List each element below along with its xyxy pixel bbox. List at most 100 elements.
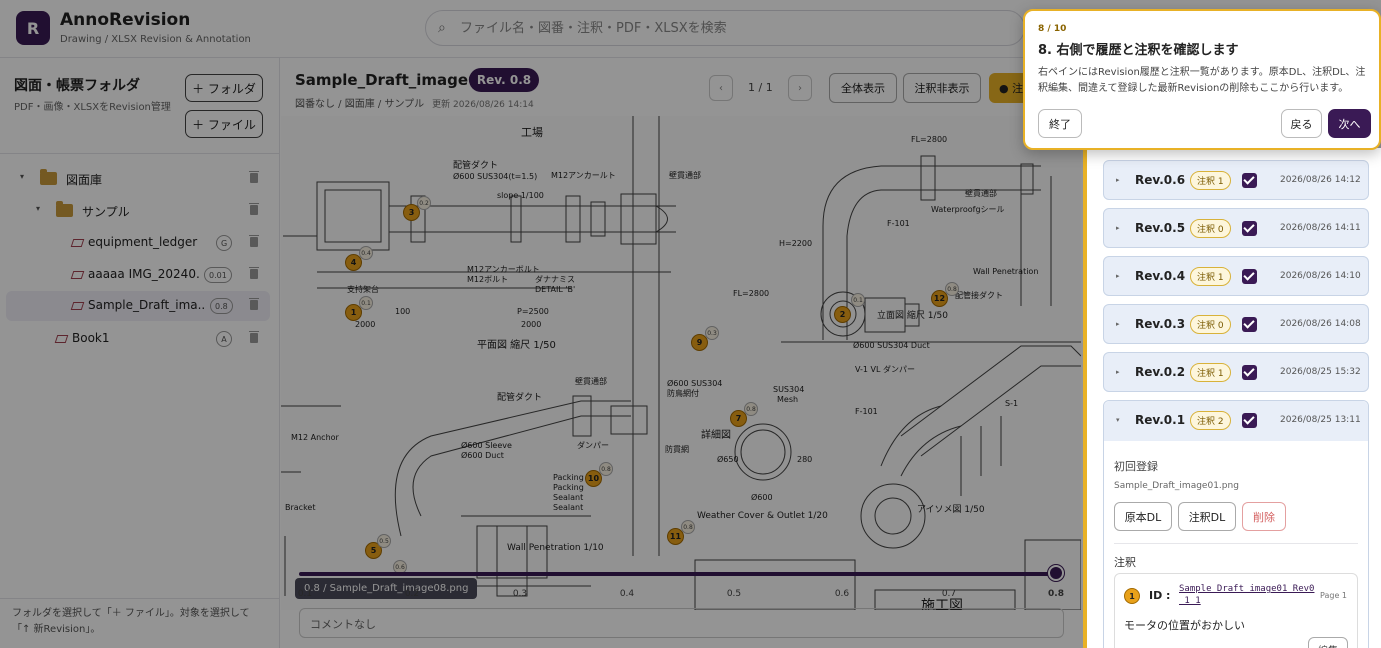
annotation-pin[interactable]: 2 xyxy=(834,306,851,323)
app-title: AnnoRevision xyxy=(60,10,191,30)
drawing-label: M12 Anchor xyxy=(291,433,340,442)
annotation-pin[interactable]: 10 xyxy=(585,470,602,487)
revision-visible-checkbox[interactable] xyxy=(1242,221,1257,236)
annotation-pin[interactable]: 3 xyxy=(403,204,420,221)
drawing-canvas[interactable]: 工場 配管ダクト Ø600 SUS304(t=1.5) M12アンカールト 壁貫… xyxy=(281,116,1081,610)
chevron-right-icon[interactable]: ▸ xyxy=(1116,320,1120,328)
annotation-card[interactable]: 1 ID : Sample_Draft_image01_Rev0_1_1 Pag… xyxy=(1114,573,1358,648)
drawing-label: 2000 xyxy=(521,320,541,329)
revision-visible-checkbox[interactable] xyxy=(1242,173,1257,188)
annotation-pin[interactable]: 11 xyxy=(667,528,684,545)
tree-item-file-selected[interactable]: Sample_Draft_ima... 0.8 xyxy=(6,291,270,321)
trash-icon[interactable] xyxy=(249,331,259,343)
revision-row[interactable]: ▸ Rev.0.3 注釈 0 2026/08/26 14:08 xyxy=(1103,304,1369,344)
drawing-label: Ø600 xyxy=(751,492,773,502)
revision-name: Rev.0.3 xyxy=(1135,317,1186,331)
next-page-button[interactable]: › xyxy=(788,75,812,101)
revision-row[interactable]: ▸ Rev.0.6 注釈 1 2026/08/26 14:12 xyxy=(1103,160,1369,200)
revision-row[interactable]: ▸ Rev.0.5 注釈 0 2026/08/26 14:11 xyxy=(1103,208,1369,248)
trash-icon[interactable] xyxy=(249,203,259,215)
chevron-down-icon[interactable]: ▾ xyxy=(36,204,41,213)
download-original-button[interactable]: 原本DL xyxy=(1114,502,1172,531)
annotation-pin[interactable]: 5 xyxy=(365,542,382,559)
revision-slider-handle[interactable] xyxy=(1048,565,1064,581)
sidebar-title: 図面・帳票フォルダ xyxy=(14,78,140,94)
revision-visible-checkbox[interactable] xyxy=(1242,317,1257,332)
version-badge: 0.8 xyxy=(210,298,233,314)
revision-row[interactable]: ▸ Rev.0.4 注釈 1 2026/08/26 14:10 xyxy=(1103,256,1369,296)
search-box[interactable]: ⌕ xyxy=(425,10,1025,46)
revision-row[interactable]: ▾ Rev.0.1 注釈 2 2026/08/25 13:11 xyxy=(1104,401,1368,441)
annotation-pin-version: 0.5 xyxy=(377,534,391,548)
annotation-pin-version: 0.8 xyxy=(945,282,959,296)
drawing-label: FL=2800 xyxy=(733,289,769,298)
tree-item-file[interactable]: equipment_ledger G xyxy=(6,228,270,258)
revision-name: Rev.0.2 xyxy=(1135,365,1186,379)
search-icon: ⌕ xyxy=(438,20,446,36)
annotation-page: Page 1 xyxy=(1320,591,1347,600)
annotation-count-badge: 注釈 1 xyxy=(1190,267,1231,286)
tree-item-file[interactable]: Book1 A xyxy=(6,324,270,354)
chevron-right-icon[interactable]: ▸ xyxy=(1116,224,1120,232)
annotation-pin-version: 0.3 xyxy=(705,326,719,340)
revision-note: 初回登録 xyxy=(1114,460,1158,473)
chevron-right-icon[interactable]: ▸ xyxy=(1116,176,1120,184)
sidebar-subtitle: PDF・画像・XLSXをRevision管理 xyxy=(14,102,171,113)
drawing-label: F-101 xyxy=(855,407,878,416)
edit-annotation-button[interactable]: 編集 xyxy=(1308,637,1348,648)
document-viewer: Sample_Draft_image01 Rev. 0.8 図番なし / 図面庫… xyxy=(281,58,1085,648)
tree-item-folder-sample[interactable]: ▾ サンプル xyxy=(6,196,270,226)
folder-icon xyxy=(40,169,57,185)
prev-page-button[interactable]: ‹ xyxy=(709,75,733,101)
revision-date: 2026/08/26 14:10 xyxy=(1280,271,1361,281)
annotation-pin[interactable]: 12 xyxy=(931,290,948,307)
annotation-id-link[interactable]: Sample_Draft_image01_Rev0_1_1 xyxy=(1179,584,1315,606)
hide-annotations-button[interactable]: 注釈非表示 xyxy=(903,73,981,103)
comment-field[interactable]: コメントなし xyxy=(299,608,1064,638)
trash-icon[interactable] xyxy=(249,235,259,247)
revision-row[interactable]: ▸ Rev.0.2 注釈 1 2026/08/25 15:32 xyxy=(1103,352,1369,392)
tour-next-button[interactable]: 次へ xyxy=(1328,109,1371,138)
drawing-label: Ø600 SUS304(t=1.5) xyxy=(453,171,537,181)
tree-item-file[interactable]: aaaaa IMG_20240... 0.01 xyxy=(6,260,270,290)
add-file-button[interactable]: ＋ ファイル xyxy=(185,110,263,138)
revision-panel: ▸ Rev.0.6 注釈 1 2026/08/26 14:12 ▸ Rev.0.… xyxy=(1083,148,1381,648)
revision-visible-checkbox[interactable] xyxy=(1242,269,1257,284)
annotation-count-badge: 注釈 2 xyxy=(1190,411,1231,430)
drawing-label: 配管ダクト xyxy=(453,159,498,171)
trash-icon[interactable] xyxy=(249,171,259,183)
annotation-count-badge: 注釈 1 xyxy=(1190,171,1231,190)
annotation-pin[interactable]: 7 xyxy=(730,410,747,427)
chevron-down-icon[interactable]: ▾ xyxy=(1116,416,1120,424)
tour-back-button[interactable]: 戻る xyxy=(1281,109,1322,138)
download-annotations-button[interactable]: 注釈DL xyxy=(1178,502,1236,531)
delete-revision-button[interactable]: 削除 xyxy=(1242,502,1286,531)
annotation-section-title: 注釈 xyxy=(1114,556,1136,569)
trash-icon[interactable] xyxy=(249,298,259,310)
revision-visible-checkbox[interactable] xyxy=(1242,365,1257,380)
annotation-pin[interactable]: 9 xyxy=(691,334,708,351)
tree-item-folder-root[interactable]: ▾ 図面庫 xyxy=(6,164,270,194)
revision-filename: Sample_Draft_image01.png xyxy=(1114,481,1239,491)
revision-slider-track[interactable] xyxy=(299,572,1056,576)
chevron-down-icon[interactable]: ▾ xyxy=(20,172,25,181)
tour-end-button[interactable]: 終了 xyxy=(1038,109,1082,138)
tree-item-label: Book1 xyxy=(72,331,110,345)
chevron-right-icon[interactable]: ▸ xyxy=(1116,368,1120,376)
annotation-pin[interactable]: 1 xyxy=(345,304,362,321)
search-input[interactable] xyxy=(460,17,1000,39)
trash-icon[interactable] xyxy=(249,267,259,279)
drawing-label: Weather Cover & Outlet 1/20 xyxy=(697,511,828,521)
fit-view-button[interactable]: 全体表示 xyxy=(829,73,897,103)
revision-visible-checkbox[interactable] xyxy=(1242,413,1257,428)
add-folder-button[interactable]: ＋ フォルダ xyxy=(185,74,263,102)
tour-popover: 8 / 10 8. 右側で履歴と注釈を確認します 右ペインにはRevision履… xyxy=(1023,9,1381,150)
tree-item-label: Sample_Draft_ima... xyxy=(88,298,204,312)
drawing-label: M12アンカーボルト xyxy=(467,265,540,274)
revision-name: Rev.0.5 xyxy=(1135,221,1186,235)
chevron-right-icon[interactable]: ▸ xyxy=(1116,272,1120,280)
annotation-pin[interactable]: 4 xyxy=(345,254,362,271)
document-title: Sample_Draft_image01 xyxy=(295,71,489,89)
drawing-label: DETAIL 'B' xyxy=(535,285,575,294)
